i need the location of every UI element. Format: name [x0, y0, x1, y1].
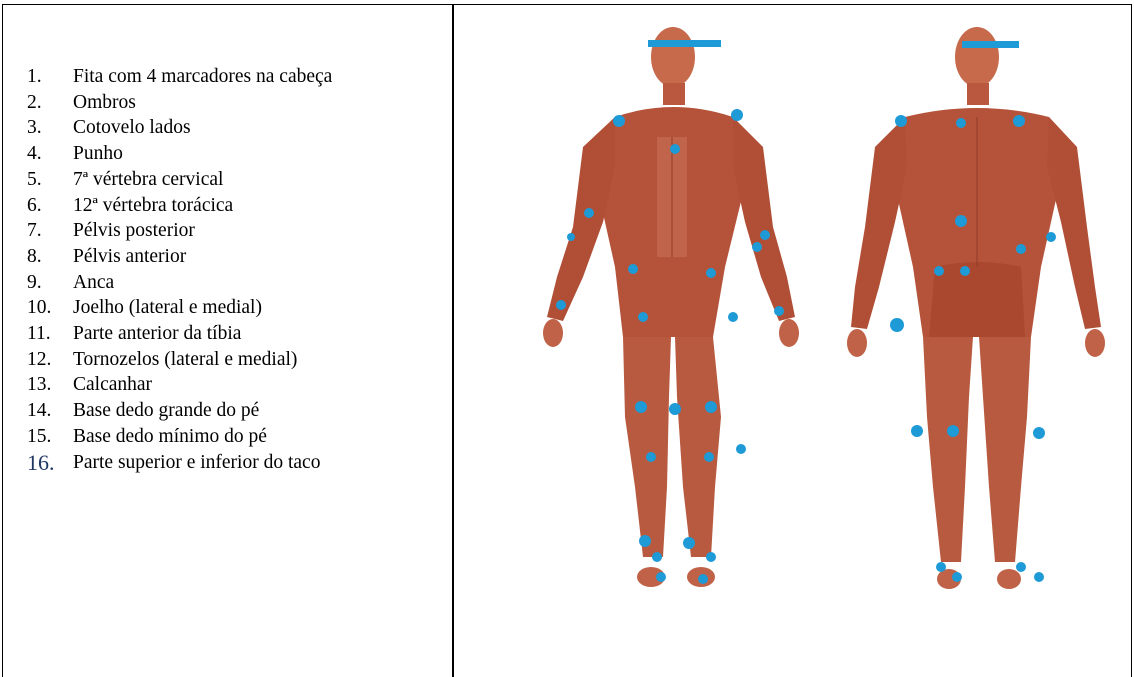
anatomy-illustration: [465, 17, 1125, 601]
marker-list-item: 10.Joelho (lateral e medial): [27, 295, 332, 321]
marker-label: Cotovelo lados: [73, 115, 191, 141]
marker-list-item: 13.Calcanhar: [27, 372, 332, 398]
marker-list-item: 15.Base dedo mínimo do pé: [27, 424, 332, 450]
marker-number: 9.: [27, 270, 73, 296]
marker-label: Fita com 4 marcadores na cabeça: [73, 64, 332, 90]
marker-list-item: 5.7ª vértebra cervical: [27, 167, 332, 193]
marker-label: 12ª vértebra torácica: [73, 193, 233, 219]
marker-list-item: 16.Parte superior e inferior do taco: [27, 450, 332, 476]
marker-number: 10.: [27, 295, 73, 321]
marker-number: 2.: [27, 90, 73, 116]
marker-list-item: 14.Base dedo grande do pé: [27, 398, 332, 424]
marker-label: Parte anterior da tíbia: [73, 321, 241, 347]
marker-label: Pélvis posterior: [73, 218, 195, 244]
head-tape-back-marker: [962, 41, 1019, 48]
marker-number: 7.: [27, 218, 73, 244]
marker-label: Tornozelos (lateral e medial): [73, 347, 297, 373]
marker-number: 6.: [27, 193, 73, 219]
marker-label: 7ª vértebra cervical: [73, 167, 223, 193]
marker-list-item: 7.Pélvis posterior: [27, 218, 332, 244]
column-divider: [452, 5, 454, 677]
head-tape-front-marker: [648, 40, 721, 47]
marker-number: 14.: [27, 398, 73, 424]
marker-number: 16.: [27, 450, 73, 476]
marker-label: Pélvis anterior: [73, 244, 186, 270]
marker-label: Base dedo mínimo do pé: [73, 424, 267, 450]
marker-list-item: 4.Punho: [27, 141, 332, 167]
marker-list-item: 12.Tornozelos (lateral e medial): [27, 347, 332, 373]
marker-number: 12.: [27, 347, 73, 373]
marker-list-item: 8.Pélvis anterior: [27, 244, 332, 270]
marker-list-item: 2.Ombros: [27, 90, 332, 116]
marker-label: Ombros: [73, 90, 136, 116]
marker-label: Punho: [73, 141, 123, 167]
marker-label: Base dedo grande do pé: [73, 398, 259, 424]
marker-list-item: 9.Anca: [27, 270, 332, 296]
marker-list-item: 11.Parte anterior da tíbia: [27, 321, 332, 347]
marker-number: 13.: [27, 372, 73, 398]
marker-number: 4.: [27, 141, 73, 167]
marker-label: Parte superior e inferior do taco: [73, 450, 320, 476]
marker-list-item: 1.Fita com 4 marcadores na cabeça: [27, 64, 332, 90]
marker-number: 11.: [27, 321, 73, 347]
marker-list-item: 6.12ª vértebra torácica: [27, 193, 332, 219]
marker-number: 3.: [27, 115, 73, 141]
marker-label: Calcanhar: [73, 372, 152, 398]
marker-number: 1.: [27, 64, 73, 90]
marker-number: 8.: [27, 244, 73, 270]
marker-list-item: 3.Cotovelo lados: [27, 115, 332, 141]
marker-label: Joelho (lateral e medial): [73, 295, 262, 321]
marker-number: 15.: [27, 424, 73, 450]
marker-label: Anca: [73, 270, 114, 296]
anatomy-figure: [465, 17, 1125, 601]
marker-number: 5.: [27, 167, 73, 193]
